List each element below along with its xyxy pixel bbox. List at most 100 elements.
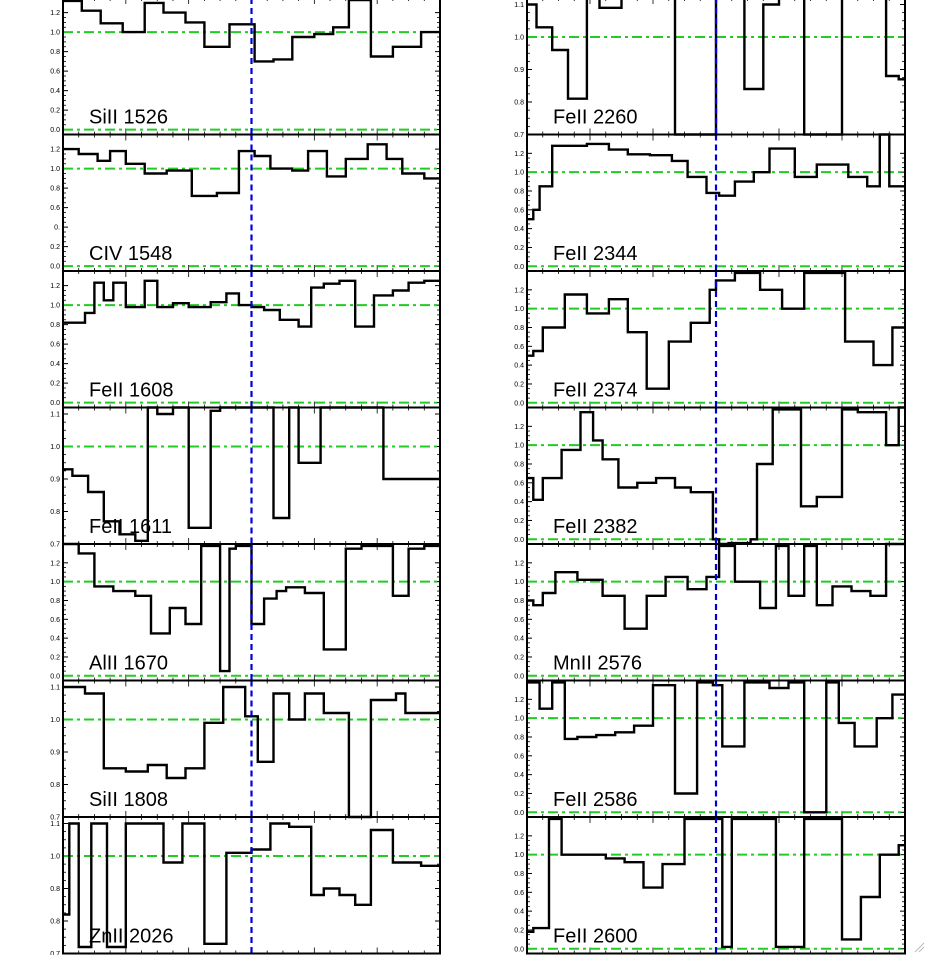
y-tick-label: 1.0: [514, 306, 524, 313]
flux-step-line: [527, 0, 905, 136]
y-tick-label: 1.2: [50, 283, 60, 290]
flux-step-line: [63, 143, 440, 198]
y-tick-label: 1.0: [50, 717, 60, 724]
y-tick-label: 1.2: [514, 424, 524, 431]
y-tick-label: 0.4: [514, 909, 524, 916]
y-tick-label: 1.2: [514, 833, 524, 840]
y-tick-label: 0.6: [50, 342, 60, 349]
y-tick-label: 1.0: [50, 166, 60, 173]
y-tick-label: 0.8: [50, 322, 60, 329]
y-tick-label: 0.8: [514, 188, 524, 195]
y-tick-label: 0.0: [50, 127, 60, 134]
y-tick-label: 1.0: [50, 854, 60, 861]
y-tick-label: 0.8: [50, 186, 60, 193]
resize-grip-icon[interactable]: [913, 941, 925, 953]
ion-label: FeII 2600: [553, 926, 638, 948]
y-tick-label: 0.8: [50, 509, 60, 516]
flux-step-line: [527, 406, 905, 546]
y-tick-label: 0.0: [514, 673, 524, 680]
y-tick-label: 0.2: [514, 927, 524, 934]
y-tick-label: 1.0: [514, 170, 524, 177]
ion-label: FeII 2344: [553, 243, 638, 265]
y-tick-label: 0.8: [50, 919, 60, 926]
ion-label: FeII 1608: [89, 380, 174, 402]
y-tick-label: 0.8: [50, 598, 60, 605]
y-tick-label: 0.7: [50, 542, 60, 549]
y-tick-label: 1.2: [514, 151, 524, 158]
y-tick-label: 1.2: [514, 697, 524, 704]
flux-step-line: [527, 542, 905, 630]
y-tick-label: 0.8: [50, 782, 60, 789]
y-tick-label: 0.0: [514, 400, 524, 407]
ion-label: FeII 2586: [553, 789, 638, 811]
y-tick-label: 0.4: [514, 772, 524, 779]
y-tick-label: 0.6: [514, 753, 524, 760]
y-tick-label: 0.4: [514, 363, 524, 370]
ion-label: FeII 1611: [89, 516, 172, 538]
y-tick-label: 0.0: [514, 810, 524, 817]
y-tick-label: 1.1: [50, 821, 60, 828]
y-tick-label: 0.9: [50, 477, 60, 484]
ion-label: CIV 1548: [89, 243, 172, 265]
y-tick-label: 0.0: [50, 673, 60, 680]
flux-step-line: [63, 0, 440, 63]
ion-label: ZnII 2026: [89, 926, 174, 948]
y-tick-label: 0.6: [50, 205, 60, 212]
y-tick-label: 1.0: [50, 303, 60, 310]
y-tick-label: 0.9: [514, 67, 524, 74]
y-tick-label: 1.1: [50, 685, 60, 692]
y-tick-label: 0.8: [514, 325, 524, 332]
ion-label: AlII 1670: [89, 653, 168, 675]
y-tick-label: 0.8: [50, 49, 60, 56]
ion-label: FeII 2374: [553, 380, 638, 402]
y-tick-label: 0.7: [514, 132, 524, 139]
y-tick-label: 0.2: [514, 518, 524, 525]
y-tick-label: 0.2: [50, 654, 60, 661]
panel-frame: [62, 816, 441, 955]
y-tick-label: 0.6: [514, 207, 524, 214]
y-tick-label: 1.0: [514, 35, 524, 42]
y-tick-label: 0.4: [50, 88, 60, 95]
flux-step-line: [527, 681, 905, 814]
y-tick-label: 0.6: [514, 617, 524, 624]
y-tick-label: 0.2: [514, 654, 524, 661]
y-tick-label: 0.6: [514, 344, 524, 351]
flux-step-line: [527, 133, 905, 221]
y-tick-label: 0.4: [50, 636, 60, 643]
y-tick-label: 0.2: [50, 244, 60, 251]
y-tick-label: 0.2: [514, 245, 524, 252]
y-tick-label: 1.0: [514, 443, 524, 450]
y-tick-label: 0.2: [514, 381, 524, 388]
y-tick-label: 0.2: [50, 108, 60, 115]
y-tick-label: 0.7: [50, 815, 60, 822]
y-tick-label: 0.0: [50, 264, 60, 271]
y-tick-label: 1.0: [514, 579, 524, 586]
y-tick-label: 0.8: [514, 598, 524, 605]
y-tick-label: 1.0: [50, 30, 60, 37]
y-tick-label: 0.0: [514, 946, 524, 953]
y-tick-label: 0.8: [514, 100, 524, 107]
y-tick-label: 0.8: [514, 871, 524, 878]
y-tick-label: 0.6: [514, 480, 524, 487]
y-tick-label: 0.4: [514, 226, 524, 233]
y-tick-label: 1.2: [514, 560, 524, 567]
y-tick-label: 0.0: [50, 400, 60, 407]
y-tick-label: 0.4: [514, 499, 524, 506]
y-tick-label: 1.0: [50, 444, 60, 451]
ion-label: FeII 2382: [553, 516, 638, 538]
flux-step-line: [527, 271, 905, 390]
y-tick-label: 1.1: [514, 2, 524, 9]
y-tick-label: 0.7: [50, 951, 60, 955]
y-tick-label: 0.2: [50, 381, 60, 388]
ion-label: SiII 1808: [89, 789, 168, 811]
